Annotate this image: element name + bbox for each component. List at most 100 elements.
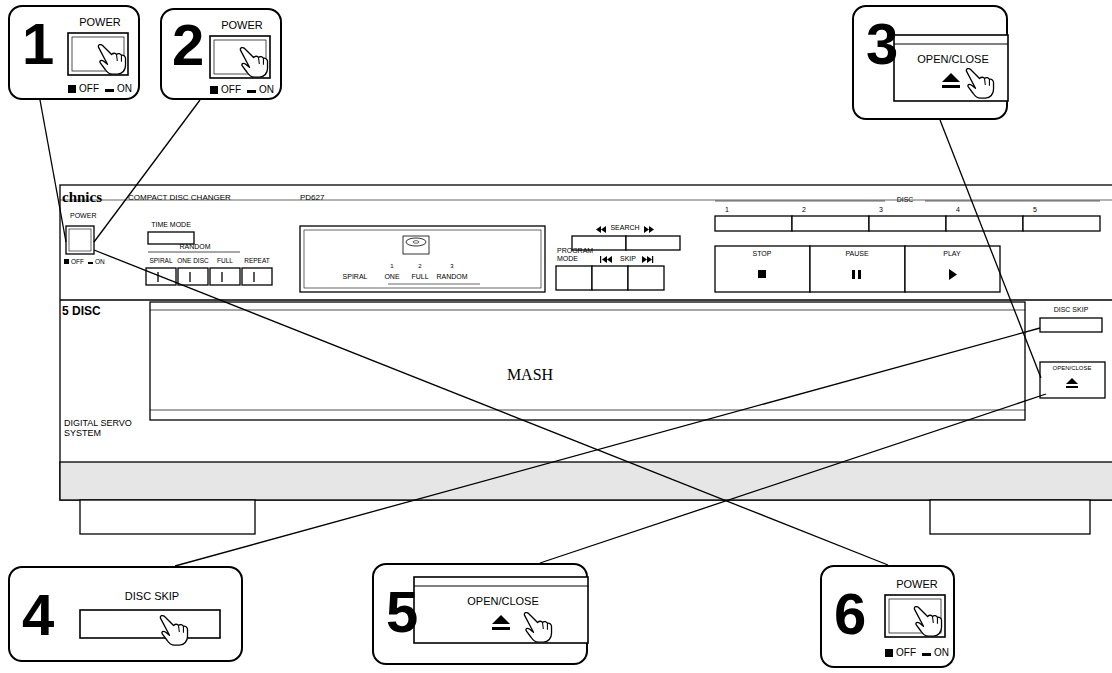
- button-label: POWER: [896, 578, 938, 590]
- callout-number: 5: [386, 583, 418, 641]
- off-label: OFF: [896, 647, 916, 658]
- panel-label: RANDOM: [179, 243, 210, 251]
- disc-button: [946, 216, 1023, 231]
- callout-box: 4 DISC SKIP: [8, 566, 243, 662]
- panel-label: 5: [1033, 206, 1037, 214]
- skip-button: [592, 266, 628, 290]
- callout-number: 4: [22, 586, 54, 644]
- panel-label: 1: [725, 206, 729, 214]
- callout-box: 3OPEN/CLOSE: [852, 5, 1008, 120]
- program-button: [556, 266, 592, 290]
- off-square: [885, 649, 893, 657]
- disc-button: [1023, 216, 1100, 231]
- leader-line: [94, 100, 200, 242]
- mode-button: [178, 268, 208, 285]
- panel-label: REPEAT: [244, 257, 270, 264]
- panel-off-on-indicator: OFF ON: [64, 258, 105, 265]
- eject-bar: [942, 85, 960, 88]
- panel-label: ONE: [384, 273, 399, 281]
- panel-label: ONE DISC: [177, 257, 208, 264]
- power-button: [68, 33, 128, 75]
- stop-button: [715, 246, 810, 292]
- on-label: ON: [117, 83, 132, 94]
- mode-button: [210, 268, 240, 285]
- pointing-hand: [98, 45, 125, 75]
- on-label: ON: [95, 258, 105, 265]
- on-bar: [105, 89, 114, 92]
- disc-skip-button: [1040, 318, 1102, 332]
- callout-number: 1: [22, 15, 54, 73]
- panel-label: SKIP: [620, 255, 636, 263]
- panel-label: PLAY: [943, 250, 960, 258]
- leader-line: [940, 120, 1041, 378]
- foot: [80, 500, 255, 534]
- button-label: POWER: [79, 16, 121, 28]
- on-label: ON: [259, 84, 274, 95]
- panel-label: 1: [390, 263, 393, 270]
- off-square: [210, 86, 218, 94]
- hand-finger-line: [933, 616, 938, 623]
- disc-button: [715, 216, 792, 231]
- panel-label: MASH: [507, 366, 553, 384]
- hand-finger-line: [259, 57, 264, 64]
- off-label: OFF: [71, 258, 84, 265]
- button-label: POWER: [221, 19, 263, 31]
- panel-label: FULL: [217, 257, 233, 264]
- pointing-hand: [966, 69, 993, 99]
- panel-label: 2: [802, 206, 806, 214]
- callout-box: 6 POWER OFF ON: [820, 565, 955, 668]
- panel-label: 2: [418, 263, 421, 270]
- hand-outline: [98, 45, 125, 75]
- leader-line: [94, 250, 888, 565]
- callout-box: 2 POWER OFF ON: [160, 8, 282, 100]
- hand-outline: [524, 613, 551, 643]
- panel-label: DISC SKIP: [1054, 306, 1089, 314]
- power-button: [885, 595, 945, 637]
- panel-label: 3: [879, 206, 883, 214]
- on-label: ON: [934, 647, 949, 658]
- panel-label: TIME MODE: [151, 221, 191, 229]
- button-label: OPEN/CLOSE: [917, 53, 989, 65]
- panel-label: 3: [450, 263, 453, 270]
- skip-button: [628, 266, 664, 290]
- off-square: [68, 85, 76, 93]
- eject-symbol: [942, 73, 960, 82]
- callout-number: 6: [834, 585, 866, 643]
- button-strip: [414, 586, 588, 587]
- on-bar: [88, 262, 93, 264]
- panel-label: 4: [956, 206, 960, 214]
- disc-logo: [403, 236, 429, 254]
- panel-label: DIGITAL SERVO SYSTEM: [64, 418, 154, 439]
- panel-label: 5 DISC: [62, 305, 101, 319]
- pointing-hand: [240, 48, 267, 78]
- leader-lines: [40, 100, 1046, 566]
- pause-button: [810, 246, 905, 292]
- on-bar: [247, 90, 256, 93]
- panel-label: RANDOM: [436, 273, 467, 281]
- off-on-indicator: OFF ON: [210, 84, 274, 95]
- play-button: [905, 246, 1000, 292]
- callout-number: 2: [172, 16, 204, 74]
- panel-label: COMPACT DISC CHANGER: [128, 193, 231, 202]
- on-bar: [922, 653, 931, 656]
- hand-outline: [240, 48, 267, 78]
- power-button: [210, 36, 270, 78]
- button-strip: [894, 44, 1008, 45]
- foot: [930, 500, 1090, 534]
- base-strip: [60, 462, 1112, 500]
- eject-symbol: [492, 615, 510, 624]
- off-label: OFF: [221, 84, 241, 95]
- panel-label: chnics: [62, 189, 102, 206]
- button-label: DISC SKIP: [125, 590, 179, 602]
- hand-finger-line: [985, 78, 990, 85]
- callout-box: 1POWEROFFON: [8, 5, 140, 100]
- hand-outline: [160, 616, 187, 646]
- pointing-hand: [160, 616, 187, 646]
- power-button: [66, 226, 94, 254]
- time-mode-button: [148, 232, 194, 244]
- disc-drawer: [150, 302, 1025, 420]
- hand-finger-line: [179, 625, 184, 632]
- display-window: [300, 226, 545, 292]
- panel-label: PAUSE: [845, 250, 868, 258]
